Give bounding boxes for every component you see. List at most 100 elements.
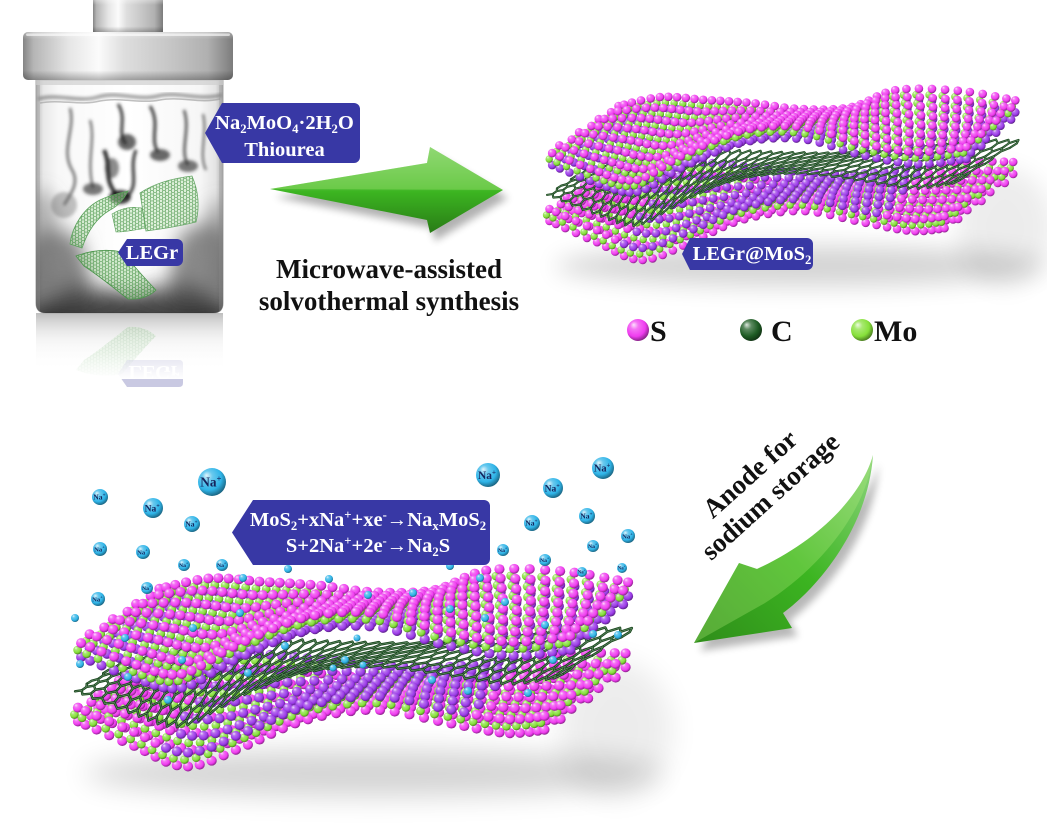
- s-atom: [104, 716, 115, 727]
- s-atom: [883, 144, 892, 153]
- subscript: 2: [240, 122, 247, 137]
- s-atom: [153, 608, 164, 619]
- s-atom: [905, 128, 914, 138]
- s-atom: [905, 119, 914, 128]
- s-atom: [583, 580, 594, 591]
- s-atom: [933, 204, 942, 214]
- na-ion-sphere: [541, 621, 549, 629]
- s-atom: [608, 114, 617, 123]
- mo-atom: [634, 158, 643, 167]
- ink-blob: [83, 183, 103, 195]
- s-atom: [218, 736, 229, 747]
- mo-atom: [615, 181, 623, 190]
- s-atom: [567, 598, 578, 609]
- s-atom: [976, 107, 986, 116]
- s-atom: [469, 591, 480, 602]
- s-atom: [470, 601, 481, 612]
- s-atom: [217, 587, 228, 598]
- mo-atom: [611, 227, 620, 235]
- reaction-equation-intercalation: MoS2+xNa++xe-→NaxMoS2: [246, 507, 490, 533]
- s-atom: [981, 122, 991, 132]
- mo-atom: [847, 143, 856, 151]
- s-atom: [129, 727, 140, 738]
- s-atom: [196, 660, 207, 671]
- s-atom: [565, 156, 574, 165]
- s-atom: [496, 636, 507, 647]
- mo-atom: [664, 163, 672, 172]
- ion-charge: +: [505, 547, 507, 551]
- s-atom: [914, 159, 923, 169]
- s-atom: [661, 226, 671, 236]
- na-ion: [325, 575, 333, 583]
- substrate-label: LEGr: [121, 241, 183, 266]
- s-atom: [745, 136, 755, 146]
- s-atom: [85, 641, 96, 652]
- s-atom: [446, 627, 457, 638]
- s-atom: [718, 222, 728, 232]
- s-atom: [622, 105, 632, 115]
- s-atom: [228, 641, 239, 652]
- ion-charge: +: [607, 462, 611, 469]
- s-atom: [792, 122, 801, 131]
- s-atom: [827, 129, 836, 139]
- s-atom: [609, 133, 618, 142]
- product-label: LEGr@MoS2: [691, 238, 813, 270]
- s-atom: [511, 605, 522, 616]
- legend-label-mo: Mo: [874, 315, 918, 348]
- text-run: S+2Na: [285, 535, 345, 557]
- s-atom: [613, 123, 622, 132]
- s-atom: [582, 616, 594, 626]
- s-atom: [355, 666, 366, 677]
- mo-atom: [583, 171, 591, 179]
- s-atom: [838, 213, 847, 223]
- mo-atom: [626, 249, 634, 257]
- s-atom: [226, 711, 237, 722]
- mo-atom: [639, 235, 647, 244]
- s-atom: [207, 629, 218, 640]
- s-atom: [99, 622, 110, 633]
- synthesis-caption-line: Microwave-assisted: [276, 254, 502, 284]
- ink-blob: [178, 160, 198, 172]
- legend-ball-mo: [851, 319, 873, 341]
- na-ion: [76, 660, 84, 668]
- text-run: +xNa: [297, 509, 345, 531]
- s-atom: [946, 144, 956, 154]
- s-atom: [457, 609, 469, 620]
- s-atom: [553, 597, 564, 608]
- s-atom: [247, 590, 258, 601]
- s-atom: [618, 585, 629, 596]
- na-ion: [501, 598, 509, 606]
- mo-atom: [880, 217, 888, 225]
- mo-atom: [192, 704, 202, 714]
- s-atom: [551, 617, 562, 627]
- s-atom: [769, 122, 778, 131]
- s-atom: [561, 211, 570, 221]
- ion-symbol: Na: [145, 504, 157, 514]
- s-atom: [668, 234, 678, 243]
- s-atom: [282, 617, 293, 628]
- s-atom: [582, 590, 593, 601]
- mo-atom: [151, 728, 161, 738]
- text-run: →Na: [386, 535, 433, 557]
- vessel-knob-shade: [93, 0, 163, 33]
- s-atom: [230, 731, 241, 741]
- mo-atom: [925, 220, 933, 228]
- mo-atom: [755, 129, 763, 137]
- s-atom: [916, 101, 925, 111]
- mo-atom: [173, 736, 182, 746]
- product-callout: LEGr@MoS2: [682, 238, 813, 270]
- s-atom: [202, 714, 213, 725]
- s-atom: [690, 94, 699, 104]
- s-atom: [627, 98, 637, 107]
- mo-atom: [737, 209, 745, 217]
- s-atom: [555, 164, 565, 173]
- s-atom: [964, 106, 974, 115]
- s-atom: [695, 117, 705, 127]
- s-atom: [600, 114, 609, 124]
- na-ion: [428, 676, 436, 684]
- s-atom: [573, 187, 583, 197]
- s-atom: [884, 201, 894, 211]
- s-atom: [579, 149, 589, 159]
- mo-atom: [908, 221, 916, 229]
- mo-atom: [646, 134, 654, 142]
